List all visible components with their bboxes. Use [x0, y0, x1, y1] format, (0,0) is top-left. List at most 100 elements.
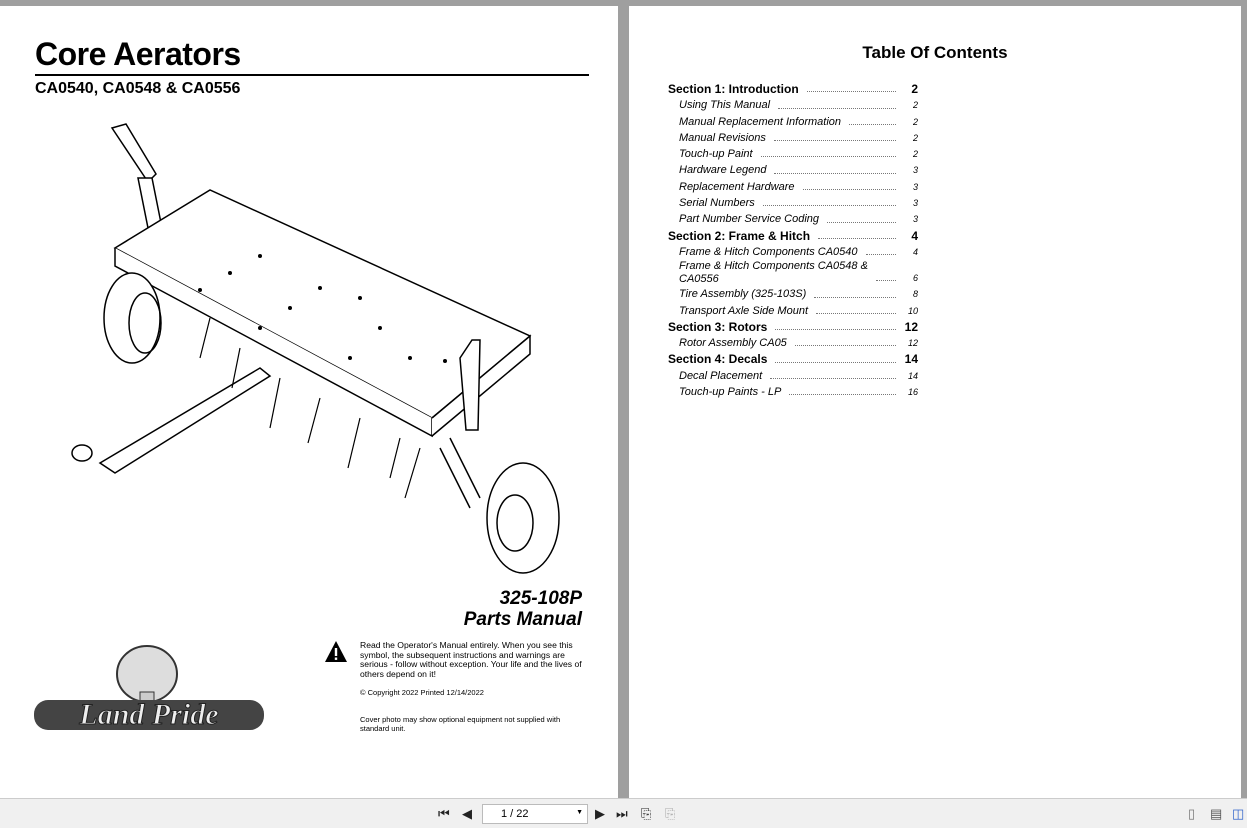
- toc-entry-page: 6: [912, 272, 918, 283]
- leader-dots: [802, 189, 896, 191]
- toc-entry-label: Manual Replacement Information: [679, 115, 842, 128]
- leader-dots: [816, 312, 896, 314]
- toc-entry-page: 12: [907, 338, 918, 349]
- toc-entry-label: Serial Numbers: [679, 197, 755, 210]
- toc-entry-page: 12: [904, 319, 918, 334]
- toc-entry[interactable]: Section 1: Introduction 2: [668, 81, 918, 97]
- toc-entry-label: Section 2: Frame & Hitch: [668, 228, 811, 243]
- toc-entry[interactable]: Frame & Hitch Components CA0548 & CA0556…: [668, 260, 918, 286]
- toc-entry-page: 10: [907, 305, 918, 316]
- toc-entry[interactable]: Decal Placement 14: [668, 368, 918, 384]
- part-number: 325-108P: [499, 588, 582, 609]
- pdf-toolbar: ⏮ ◀ 1 / 22▼ ▶ ⏭ ⎘ ⎘ ▯ ▤ ◫: [0, 798, 1247, 828]
- cover-page: Core Aerators CA0540, CA0548 & CA0556 32…: [0, 6, 618, 798]
- toc-entry-page: 2: [912, 100, 918, 111]
- leader-dots: [778, 107, 896, 109]
- last-page-button[interactable]: ⏭: [616, 806, 628, 821]
- page-selector[interactable]: 1 / 22▼: [482, 804, 588, 824]
- toc-entry-page: 3: [912, 181, 918, 192]
- leader-dots: [818, 237, 896, 239]
- toc-entry[interactable]: Frame & Hitch Components CA0540 4: [668, 244, 918, 260]
- toc-entry-page: 14: [904, 352, 918, 367]
- leader-dots: [773, 140, 896, 142]
- part-number-block: 325-108P Parts Manual: [464, 588, 582, 630]
- toc-entry-label: Transport Axle Side Mount: [679, 304, 809, 317]
- next-page-button[interactable]: ▶: [595, 806, 605, 821]
- warning-triangle-icon: [325, 641, 347, 662]
- toc-entry-label: Rotor Assembly CA05: [679, 337, 787, 350]
- toc-entry-page: 2: [912, 116, 918, 127]
- toc-entry-label: Manual Revisions: [679, 131, 766, 144]
- toc-entry[interactable]: Manual Replacement Information 2: [668, 114, 918, 130]
- toc-entry-page: 2: [912, 149, 918, 160]
- leader-dots: [827, 221, 896, 223]
- toc-entry[interactable]: Serial Numbers 3: [668, 195, 918, 211]
- toc-entry[interactable]: Transport Axle Side Mount 10: [668, 303, 918, 319]
- leader-dots: [774, 172, 896, 174]
- copy-page-icon[interactable]: ⎘: [641, 806, 652, 821]
- toc-entry[interactable]: Using This Manual 2: [668, 97, 918, 113]
- leader-dots: [789, 394, 896, 396]
- toc-entry-page: 8: [912, 289, 918, 300]
- toc-entry-page: 3: [912, 198, 918, 209]
- toc-title: Table Of Contents: [862, 43, 1008, 62]
- land-pride-logo: Land Pride: [34, 645, 264, 732]
- toc-entry-label: Using This Manual: [679, 99, 771, 112]
- toc-entry-label: Section 4: Decals: [668, 352, 768, 367]
- toc-entry-label: Section 1: Introduction: [668, 82, 799, 96]
- paste-page-icon[interactable]: ⎘: [665, 806, 676, 821]
- toc-entry-page: 2: [912, 132, 918, 143]
- toc-entry-page: 16: [907, 387, 918, 398]
- copyright: © Copyright 2022 Printed 12/14/2022: [360, 688, 484, 697]
- toc-entry[interactable]: Touch-up Paint 2: [668, 146, 918, 162]
- title-divider: [35, 74, 589, 76]
- leader-dots: [775, 361, 896, 363]
- toc-entry-page: 4: [911, 228, 918, 243]
- toc-entry[interactable]: Manual Revisions 2: [668, 130, 918, 146]
- leader-dots: [762, 205, 896, 207]
- leader-dots: [760, 156, 896, 158]
- toc-entry[interactable]: Section 2: Frame & Hitch 4: [668, 228, 918, 244]
- cover-note: Cover photo may show optional equipment …: [360, 715, 561, 733]
- leader-dots: [865, 254, 896, 256]
- toc-entry[interactable]: Replacement Hardware 3: [668, 179, 918, 195]
- model-numbers: CA0540, CA0548 & CA0556: [35, 80, 241, 97]
- single-page-view-icon[interactable]: ▯: [1188, 806, 1196, 821]
- toc-entry-label: Replacement Hardware: [679, 180, 795, 193]
- toc-entry[interactable]: Section 3: Rotors 12: [668, 319, 918, 335]
- toc-entry-label: Part Number Service Coding: [679, 213, 820, 226]
- warning-text: Read the Operator's Manual entirely. Whe…: [360, 640, 582, 679]
- toc-entry-label: Decal Placement: [679, 369, 763, 382]
- toc-entry[interactable]: Tire Assembly (325-103S) 8: [668, 286, 918, 302]
- continuous-view-icon[interactable]: ▤: [1210, 806, 1223, 821]
- toc-entry-page: 3: [912, 214, 918, 225]
- toc-entry-label: Section 3: Rotors: [668, 319, 768, 334]
- previous-page-button[interactable]: ◀: [462, 806, 472, 821]
- toc-entry[interactable]: Rotor Assembly CA05 12: [668, 335, 918, 351]
- toc-entry-label: Frame & Hitch Components CA0548 & CA0556: [679, 260, 868, 286]
- toc-entry-label: Tire Assembly (325-103S): [679, 288, 807, 301]
- toc-entry-page: 4: [912, 246, 918, 257]
- toc-entry-page: 14: [907, 370, 918, 381]
- leader-dots: [806, 91, 896, 93]
- leader-dots: [814, 296, 896, 298]
- toc-entry-label: Frame & Hitch Components CA0540: [679, 245, 858, 258]
- toc-entry[interactable]: Section 4: Decals 14: [668, 351, 918, 367]
- leader-dots: [876, 280, 896, 282]
- page-title: Core Aerators: [35, 36, 241, 72]
- aerator-illustration: [71, 123, 560, 574]
- toc-entry-label: Touch-up Paint: [679, 148, 753, 161]
- first-page-button[interactable]: ⏮: [438, 806, 450, 821]
- leader-dots: [794, 345, 896, 347]
- leader-dots: [775, 329, 896, 331]
- toc-page: Table Of Contents Section 1: Introductio…: [629, 6, 1241, 798]
- toc-entry[interactable]: Part Number Service Coding 3: [668, 211, 918, 227]
- leader-dots: [849, 123, 896, 125]
- toc-entry-page: 2: [911, 82, 918, 96]
- manual-type: Parts Manual: [463, 609, 582, 630]
- two-page-view-icon[interactable]: ◫: [1232, 806, 1245, 821]
- leader-dots: [770, 378, 896, 380]
- toc-entry-page: 3: [912, 165, 918, 176]
